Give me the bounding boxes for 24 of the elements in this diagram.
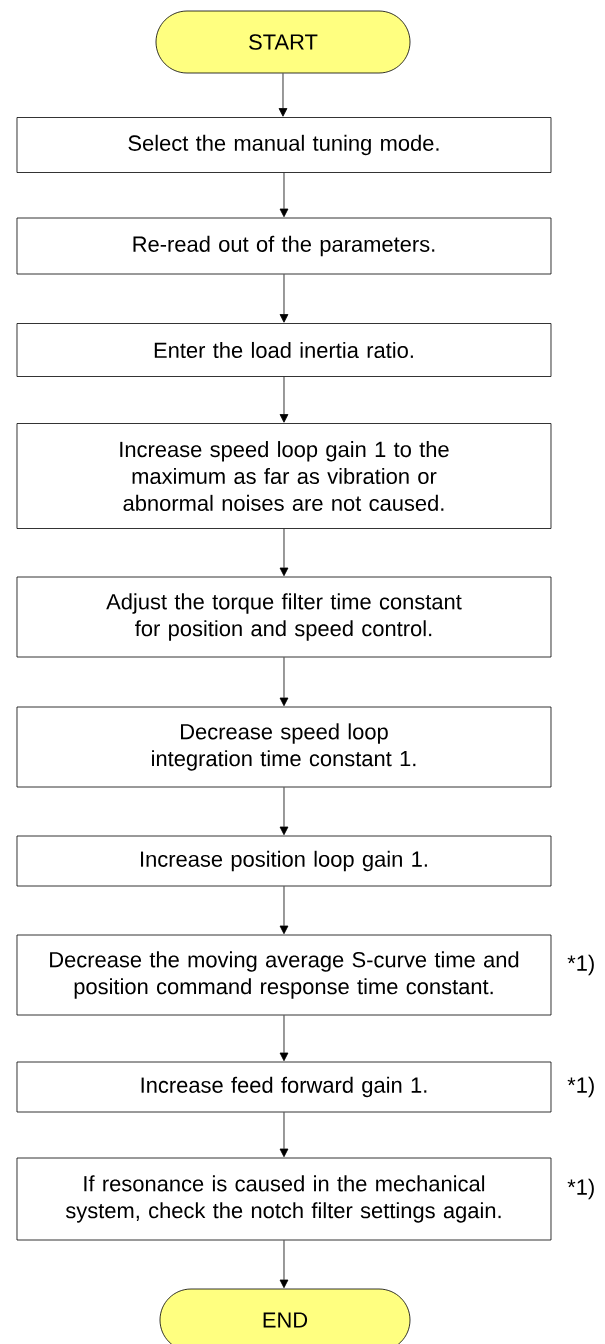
process-box: Increase feed forward gain 1.	[16, 1061, 552, 1113]
arrow	[279, 172, 289, 218]
arrow	[279, 376, 289, 423]
process-box: Select the manual tuning mode.	[16, 117, 552, 173]
arrow	[279, 1112, 289, 1158]
process-box: Decrease the moving average S-curve time and position command response time constant.	[16, 934, 552, 1016]
note-mark: *1)	[567, 1076, 594, 1098]
arrow	[279, 274, 289, 323]
arrow	[279, 657, 289, 707]
arrow	[279, 1240, 289, 1289]
process-box: Decrease speed loop integration time constant 1.	[16, 706, 552, 788]
arrow	[279, 528, 289, 577]
process-box: Enter the load inertia ratio.	[16, 323, 552, 377]
note-mark: *1)	[567, 1178, 594, 1200]
arrow	[278, 73, 288, 117]
process-box: If resonance is caused in the mechanical system, check the notch filter settings again.	[16, 1157, 552, 1241]
process-box: Adjust the torque filter time constant for position and speed control.	[16, 576, 552, 658]
process-box: Increase speed loop gain 1 to the maximum as far as vibration or abnormal noises are not caused.	[16, 423, 552, 529]
note-mark: *1)	[567, 954, 594, 976]
process-box: Re-read out of the parameters.	[16, 217, 552, 275]
process-box: Increase position loop gain 1.	[16, 835, 552, 887]
arrow	[279, 886, 289, 935]
arrow	[279, 1015, 289, 1062]
arrow	[279, 787, 289, 836]
